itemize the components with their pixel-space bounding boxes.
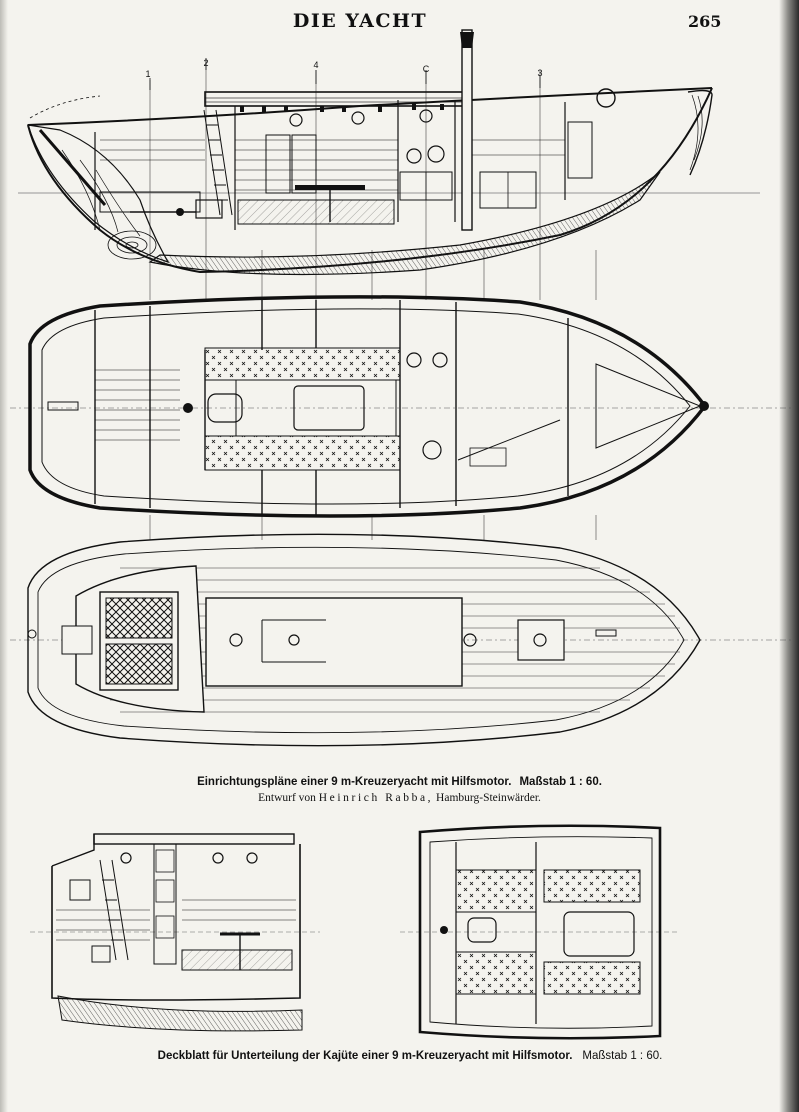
scan-shadow-right	[779, 0, 799, 1112]
station-label: C	[423, 64, 430, 74]
station-label: 4	[313, 60, 318, 70]
page-number: 265	[688, 12, 722, 31]
scan-shadow-left	[0, 0, 8, 1112]
station-label: 1	[145, 69, 150, 79]
station-label: 3	[537, 68, 542, 78]
caption-scale: Maßstab 1 : 60.	[519, 776, 602, 788]
figure-caption-overlay: Deckblatt für Unterteilung der Kajüte ei…	[60, 1050, 760, 1062]
deck-plan	[10, 533, 795, 747]
credit-prefix: Entwurf von	[258, 792, 316, 804]
overlay-profile	[30, 833, 320, 1032]
caption-scale: Maßstab 1 : 60.	[582, 1050, 663, 1062]
yacht-plans-plate: 1 2 4 C 3	[10, 29, 795, 747]
designer-name: Heinrich Rabba,	[318, 792, 434, 804]
profile-station-labels: 1 2 4 C 3	[145, 58, 542, 79]
station-label: 2	[203, 58, 208, 68]
overlay-accommodation-plan	[400, 824, 680, 1040]
accommodation-plan	[10, 295, 795, 518]
caption-text: Deckblatt für Unterteilung der Kajüte ei…	[157, 1050, 573, 1062]
figure-caption-main: Einrichtungspläne einer 9 m-Kreuzeryacht…	[0, 776, 799, 788]
designer-place: Hamburg-Steinwärder.	[436, 792, 541, 804]
inboard-profile	[18, 29, 760, 276]
running-head: DIE YACHT	[292, 10, 428, 32]
overlay-plans-plate	[30, 824, 680, 1040]
caption-text: Einrichtungspläne einer 9 m-Kreuzeryacht…	[197, 776, 512, 788]
figure-credit: Entwurf von Heinrich Rabba, Hamburg-Stei…	[0, 792, 799, 804]
